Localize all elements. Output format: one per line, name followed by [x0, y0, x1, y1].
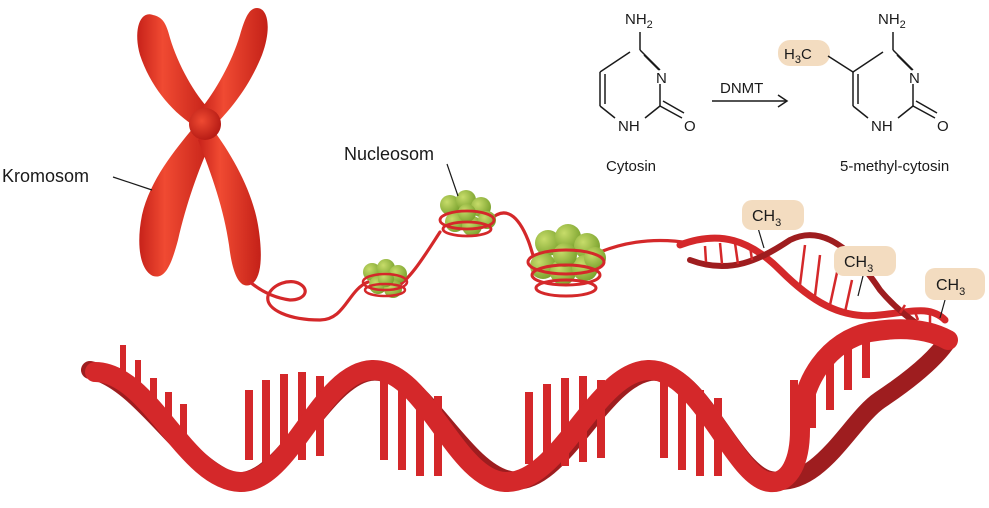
- svg-text:CH3: CH3: [844, 254, 873, 275]
- cytosine-oxygen: O: [684, 118, 696, 135]
- methylcytosine-oxygen: O: [937, 118, 949, 135]
- methylcytosine-nh: NH: [871, 118, 893, 135]
- methylcytosine-caption: 5-methyl-cytosin: [840, 158, 949, 175]
- cytosine-n3: N: [656, 70, 667, 87]
- nucleosome-leader-line: [446, 163, 459, 197]
- cytosine-amine: NH2: [625, 11, 653, 31]
- nucleosome-1: [361, 259, 409, 298]
- reaction-arrow: [712, 94, 789, 108]
- cytosine-structure: [599, 32, 685, 119]
- methylcytosine-n3: N: [909, 70, 920, 87]
- methyl-tag-2: CH3: [834, 246, 896, 297]
- methyl-group-highlight: [778, 40, 830, 66]
- small-dna-helix: [676, 232, 949, 348]
- dnmt-label: DNMT: [720, 80, 763, 97]
- chromosome: [137, 8, 268, 286]
- cytosine-nh: NH: [618, 118, 640, 135]
- cytosine-caption: Cytosin: [606, 158, 656, 175]
- methyl-group-label: H3C: [784, 46, 812, 66]
- chromosome-leader-line: [112, 176, 153, 191]
- nucleosome-label: Nucleosom: [344, 144, 434, 164]
- methyl-tag-3: CH3: [925, 268, 985, 319]
- svg-text:CH3: CH3: [752, 208, 781, 229]
- nucleosome-3: [526, 224, 606, 298]
- centromere: [189, 108, 221, 140]
- chromosome-label: Kromosom: [2, 166, 89, 186]
- methylcytosine-amine: NH2: [878, 11, 906, 31]
- large-dna-helix: [81, 319, 958, 492]
- base-pair-rungs: [120, 332, 870, 476]
- chromatin-fiber: [248, 211, 692, 322]
- nucleosome-2: [438, 190, 496, 238]
- svg-text:CH3: CH3: [936, 277, 965, 298]
- methylcytosine-structure: [827, 32, 938, 119]
- methyl-tag-1: CH3: [742, 200, 804, 249]
